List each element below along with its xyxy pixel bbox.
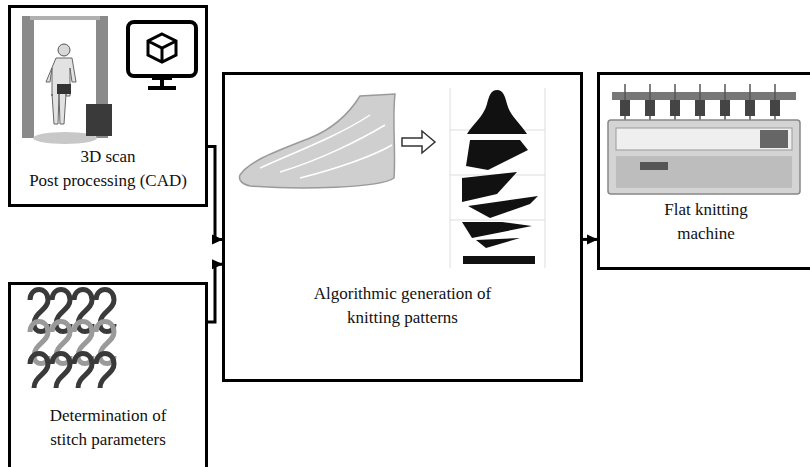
process-box: 3D scanPost processing (CAD) (8, 5, 208, 207)
box-label: 3D scan (80, 145, 135, 170)
process-box: Algorithmic generation of knitting patte… (222, 72, 583, 382)
body-scanner (22, 16, 112, 144)
knitting-machine (608, 84, 800, 194)
flow-arrow (208, 264, 222, 322)
box-label: Algorithmic generation of knitting patte… (313, 282, 493, 331)
transform-arrow (402, 131, 435, 153)
process-box: Flat knitting machine (597, 72, 810, 270)
shoe-model (239, 94, 395, 188)
box-label: Post processing (CAD) (29, 169, 187, 194)
flow-arrow (208, 146, 222, 239)
box-label: Determination of stitch parameters (33, 404, 183, 453)
box-label: Flat knitting machine (651, 198, 761, 247)
knitting-pattern (450, 88, 545, 268)
stitch-structure (30, 290, 114, 389)
flow-arrow (583, 238, 597, 241)
cad-monitor-icon (128, 22, 196, 88)
process-box: Determination of stitch parameters (8, 282, 208, 467)
